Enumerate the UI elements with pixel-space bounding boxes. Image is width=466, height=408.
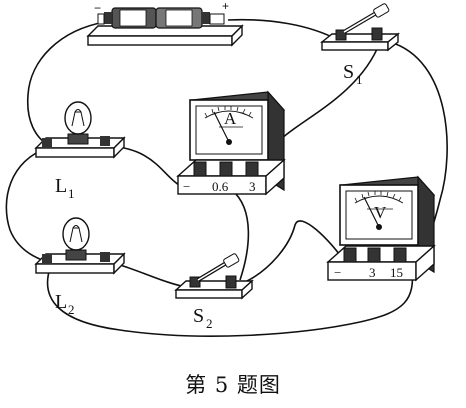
wire-lamp1-to-lamp2 (5, 147, 49, 263)
battery-holder: − + (86, 0, 244, 47)
lamp-l1: L 1 (34, 101, 126, 201)
battery-positive-sign: + (222, 0, 229, 13)
ammeter-terminal-0-6: 0.6 (212, 179, 229, 194)
wire-battery-to-switch1 (227, 18, 339, 41)
voltmeter: V − 3 15 (326, 175, 436, 282)
ammeter-terminal-minus: − (183, 179, 190, 194)
ammeter: A − 0.6 3 (176, 90, 286, 196)
switch1-subscript: 1 (356, 72, 363, 87)
switch1-label: S (343, 61, 354, 83)
wires (5, 18, 448, 337)
ammeter-letter: A (224, 109, 237, 128)
voltmeter-terminal-15: 15 (390, 265, 403, 280)
figure-caption: 第 5 题图 (185, 373, 281, 397)
ammeter-terminal-3: 3 (249, 179, 256, 194)
wire-battery-to-lamp1 (26, 21, 106, 147)
wire-lamp2-to-voltmeter (46, 267, 414, 337)
switch2-label: S (193, 305, 204, 327)
voltmeter-letter: V (374, 203, 387, 222)
lamp-l2: L 2 (34, 217, 126, 317)
lamp2-label: L (55, 291, 67, 313)
switch-s2: S 2 (174, 253, 254, 331)
wire-ammeter-to-switch2 (231, 189, 250, 281)
lamp1-subscript: 1 (68, 186, 75, 201)
lamp1-label: L (55, 175, 67, 197)
voltmeter-terminal-minus: − (334, 265, 341, 280)
lamp2-subscript: 2 (68, 302, 75, 317)
wire-voltmeter-to-switch2 (244, 220, 346, 283)
battery-negative-sign: − (94, 1, 101, 15)
switch2-subscript: 2 (206, 316, 213, 331)
voltmeter-terminal-3: 3 (369, 265, 376, 280)
switch-s1: S 1 (320, 3, 400, 87)
